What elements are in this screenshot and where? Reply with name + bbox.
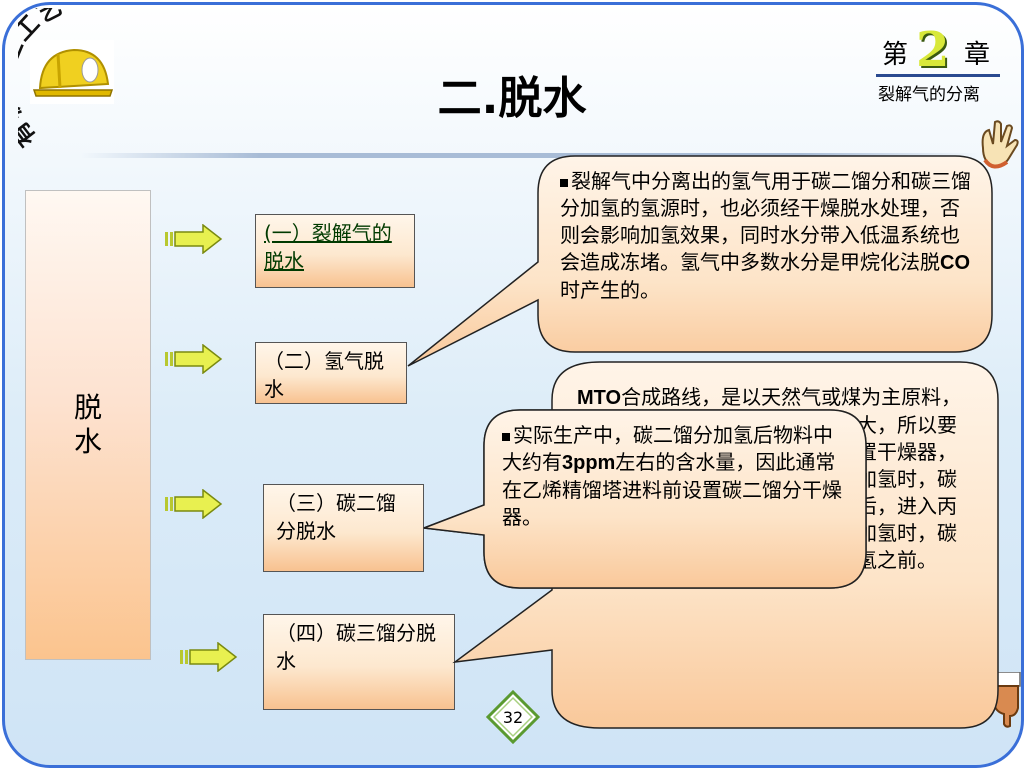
co-label: CO [940, 252, 970, 274]
section-c2-fraction-dehydration: （三）碳二馏分脱水 [263, 484, 424, 572]
pointing-hand-icon [981, 120, 1019, 169]
chapter-number: 2 [916, 22, 950, 78]
hydrogen-callout-bubble [407, 155, 993, 367]
page-title: 二.脱水 [437, 73, 587, 124]
right-arrow-icon [180, 642, 238, 672]
mto-label: MTO [577, 387, 622, 409]
title-divider [80, 153, 980, 158]
right-arrow-icon [165, 344, 223, 374]
chapter-prefix: 第 [882, 40, 909, 70]
hard-hat-logo-icon [30, 40, 114, 104]
bullet-icon [502, 432, 510, 441]
c2-callout-body: 实际生产中，碳二馏分加氢后物料中大约有 [502, 423, 833, 474]
chapter-subtitle: 裂解气的分离 [878, 85, 980, 105]
right-arrow-icon [165, 489, 223, 519]
hydrogen-callout-text: 裂解气中分离出的氢气用于碳二馏分和碳三馏分加氢的氢源时，也必须经干燥脱水处理，否… [560, 168, 972, 304]
sidebar-label-line1: 脱 [73, 391, 102, 424]
bullet-icon [560, 178, 568, 187]
sidebar-label: 脱 水 [26, 391, 150, 459]
section-c3-fraction-dehydration: （四）碳三馏分脱水 [263, 614, 455, 710]
chapter-badge: 第 2 章 裂解气的分离 [876, 22, 1002, 105]
page-number-badge [486, 690, 540, 744]
right-arrow-icon [165, 224, 223, 254]
topic-sidebar: 脱 水 [25, 190, 151, 660]
hydrogen-callout-tail: 时产生的。 [560, 278, 660, 302]
ppm-label: 3ppm [562, 452, 616, 474]
page-number: 32 [502, 708, 524, 727]
chapter-underline [876, 74, 1000, 77]
sidebar-label-line2: 水 [73, 425, 102, 458]
section-hydrogen-dehydration: （二）氢气脱水 [255, 342, 407, 404]
hydrogen-callout-body: 裂解气中分离出的氢气用于碳二馏分和碳三馏分加氢的氢源时，也必须经干燥脱水处理，否… [560, 169, 971, 274]
section-link-cracked-gas-dehydration[interactable]: (一）裂解气的脱水 [255, 214, 415, 288]
c2-callout-tail: 左右的含水量，因此通常在乙烯精馏塔进料前设置碳二馏分干燥器。 [502, 450, 842, 529]
chapter-suffix: 章 [964, 40, 991, 70]
c2-callout-text: 实际生产中，碳二馏分加氢后物料中大约有3ppm左右的含水量，因此通常在乙烯精馏塔… [502, 422, 850, 531]
